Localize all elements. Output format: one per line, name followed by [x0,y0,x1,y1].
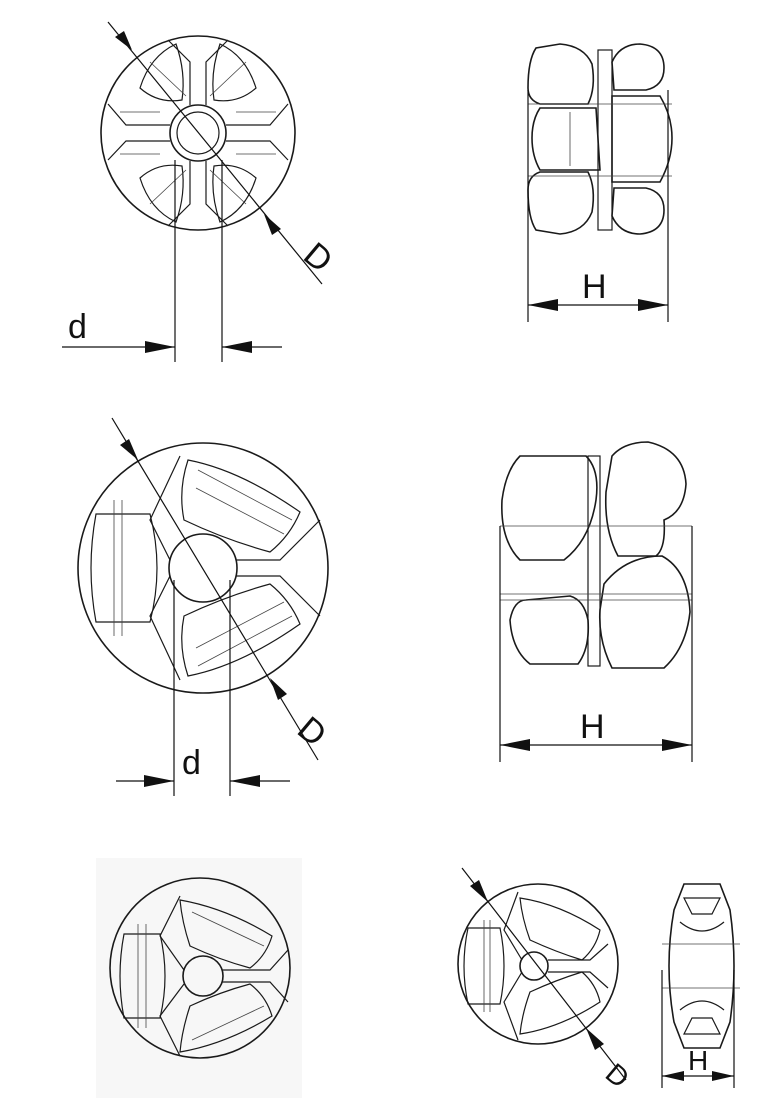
fig5-hidden-c [191,911,265,1041]
fig1-arrow-d-right [222,341,252,353]
fig1-label-D: D [296,235,339,280]
fig3-front-view: D d [77,417,333,796]
fig4-label-H: H [580,708,605,746]
fig1-arrow-d-top [115,31,132,50]
fig3-arrow-d-top [120,439,138,460]
fig2-arrow-right [638,299,668,311]
fig3-hub [168,533,238,603]
fig6-side-view: H [661,883,740,1088]
fig1-hub-inner [176,111,220,155]
fig5-lobe-lower-right [179,983,273,1053]
fig6-label-D: D [600,1057,635,1094]
fig6-side-top-cap [683,897,721,915]
fig4-lobe-bottom-right [598,555,691,669]
fig1-lobe-bl [139,164,184,223]
fig1-ribs [107,39,289,227]
fig1-outer-circle [100,35,296,231]
fig6-arrow-d-top [470,880,488,902]
fig3-label-d: d [182,744,201,782]
fig2-lobe-middle-left [531,107,601,171]
fig5-ribs [159,895,289,1057]
fig6-arrow-left [662,1071,684,1081]
fig1-hidden-lines [120,61,276,205]
fig1-hub-outer [169,104,227,162]
fig5-front-view [96,858,302,1098]
fig3-hidden-lines [195,469,293,667]
fig1-lobe-br [212,164,257,223]
fig1-lobe-tr [212,43,257,102]
fig2-side-view: H [527,43,673,322]
fig1-arrow-d-bottom [264,214,281,235]
fig3-arrow-right [230,775,260,787]
fig4-arrow-left [500,739,530,751]
fig5-outer-circle [109,877,291,1059]
fig1-front-view: D d [62,21,340,362]
fig1-diameter-line [107,21,323,285]
fig3-lobe-lower-right [181,583,301,677]
fig2-lobe-top-left [527,43,595,105]
fig3-arrow-left [144,775,174,787]
fig4-center-web [587,455,601,667]
fig2-center-web [597,49,613,231]
fig6-arrow-right [712,1071,734,1081]
fig4-lobe-top-left [501,455,598,561]
fig6-outer-circle [457,883,619,1045]
fig6-front-view: D [457,867,635,1094]
fig3-label-D: D [290,709,333,754]
fig2-lobe-middle-right [611,95,673,183]
fig1-lobe-tl [139,43,184,102]
fig4-lobe-bottom-left [509,595,590,665]
fig3-lobe-left [90,513,158,623]
fig3-diameter-line [111,417,319,761]
fig6-lobe-upper-right [519,897,601,961]
fig2-lobe-bottom-right [611,187,665,235]
fig6-hub [519,951,549,981]
fig4-arrow-right [662,739,692,751]
fig2-lobe-top-right [611,43,665,91]
fig3-lobe-upper-right [181,459,301,553]
fig4-side-view: H [499,441,693,762]
fig6-side-inner [679,921,725,1011]
fig4-lobe-top-right [604,441,687,557]
fig6-lobe-left [463,927,505,1005]
fig3-outer-circle [77,442,329,694]
fig5-lobe-left [119,933,166,1019]
fig2-label-H: H [582,268,607,306]
fig3-arrow-d-bottom [270,678,287,700]
fig6-arrow-d-bottom [586,1028,604,1050]
fig6-lobe-lower-right [519,971,601,1035]
fig2-arrow-left [528,299,558,311]
fig6-label-H: H [688,1045,708,1076]
fig6-ribs [503,891,609,1041]
fig3-ribs [149,455,321,681]
fig2-lobe-bottom-left [527,171,595,235]
fig6-side-body [668,883,735,1049]
fig1-label-d: d [68,308,87,346]
fig5-lobe-upper-right [179,899,273,969]
fig1-arrow-d-left [145,341,175,353]
fig5-background [96,858,302,1098]
fig6-side-bottom-cap [683,1017,721,1035]
fig5-hub [182,955,224,997]
